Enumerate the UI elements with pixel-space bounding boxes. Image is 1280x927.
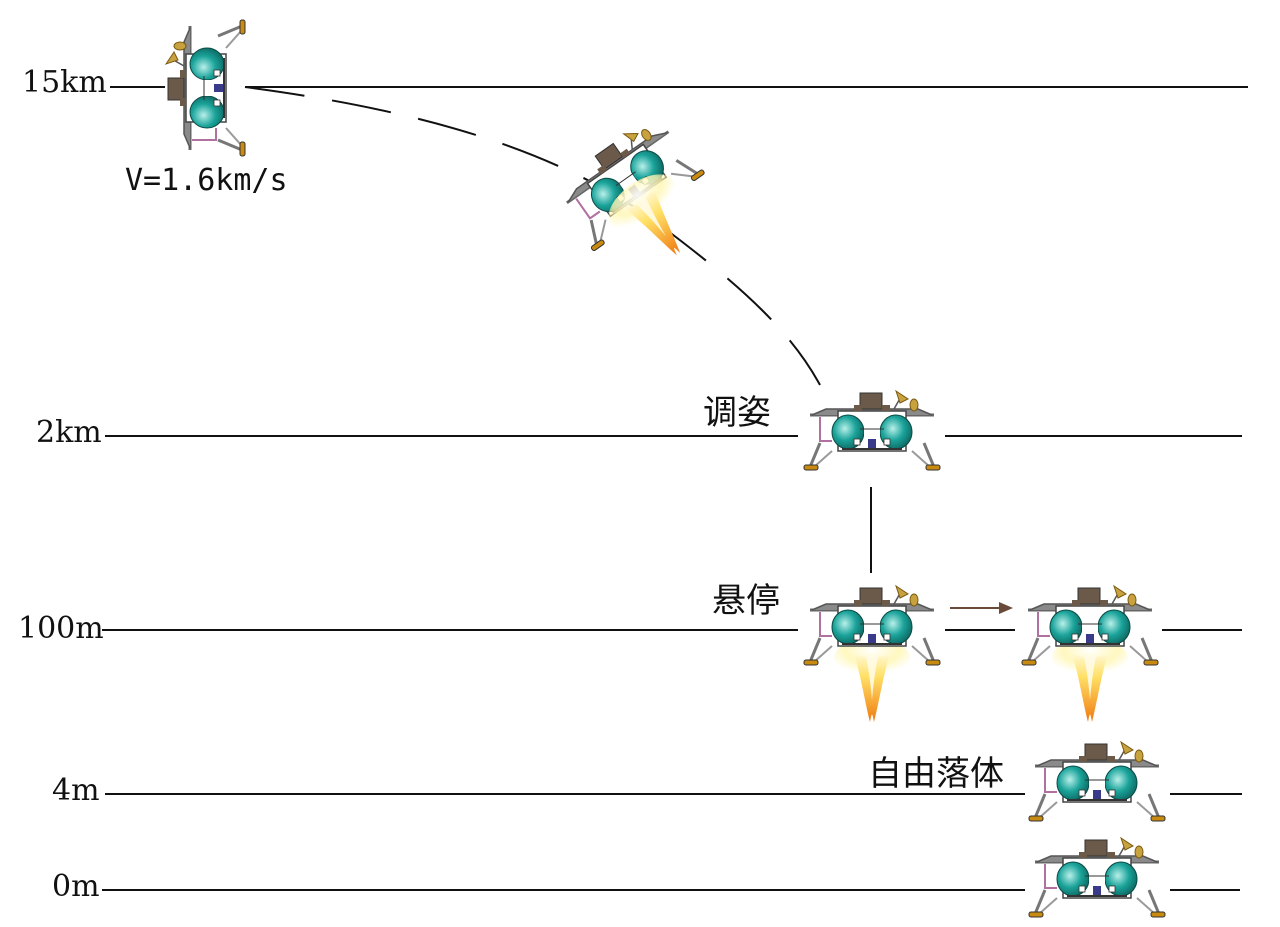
phase-label-attitude-adjust: 调姿 bbox=[703, 393, 771, 433]
hover-translate-arrow bbox=[950, 602, 1013, 614]
altitude-label-15km: 15km bbox=[22, 65, 107, 100]
lander-4m bbox=[1027, 740, 1167, 823]
phase-label-free-fall: 自由落体 bbox=[868, 754, 1004, 794]
lander-hover-translated bbox=[1020, 584, 1160, 722]
lander-hover bbox=[802, 584, 942, 722]
altitude-label-2km: 2km bbox=[36, 415, 102, 450]
altitude-label-4m: 4m bbox=[52, 773, 100, 808]
speed-label: V=1.6km/s bbox=[125, 163, 288, 198]
lander-15km bbox=[164, 18, 247, 158]
lander-0m bbox=[1027, 836, 1167, 919]
altitude-label-0m: 0m bbox=[52, 869, 100, 904]
lander-2km bbox=[802, 389, 942, 472]
descent-trajectory bbox=[244, 86, 821, 386]
lander-braking bbox=[546, 107, 710, 276]
phase-label-hover: 悬停 bbox=[712, 581, 780, 621]
altitude-label-100m: 100m bbox=[18, 611, 104, 646]
